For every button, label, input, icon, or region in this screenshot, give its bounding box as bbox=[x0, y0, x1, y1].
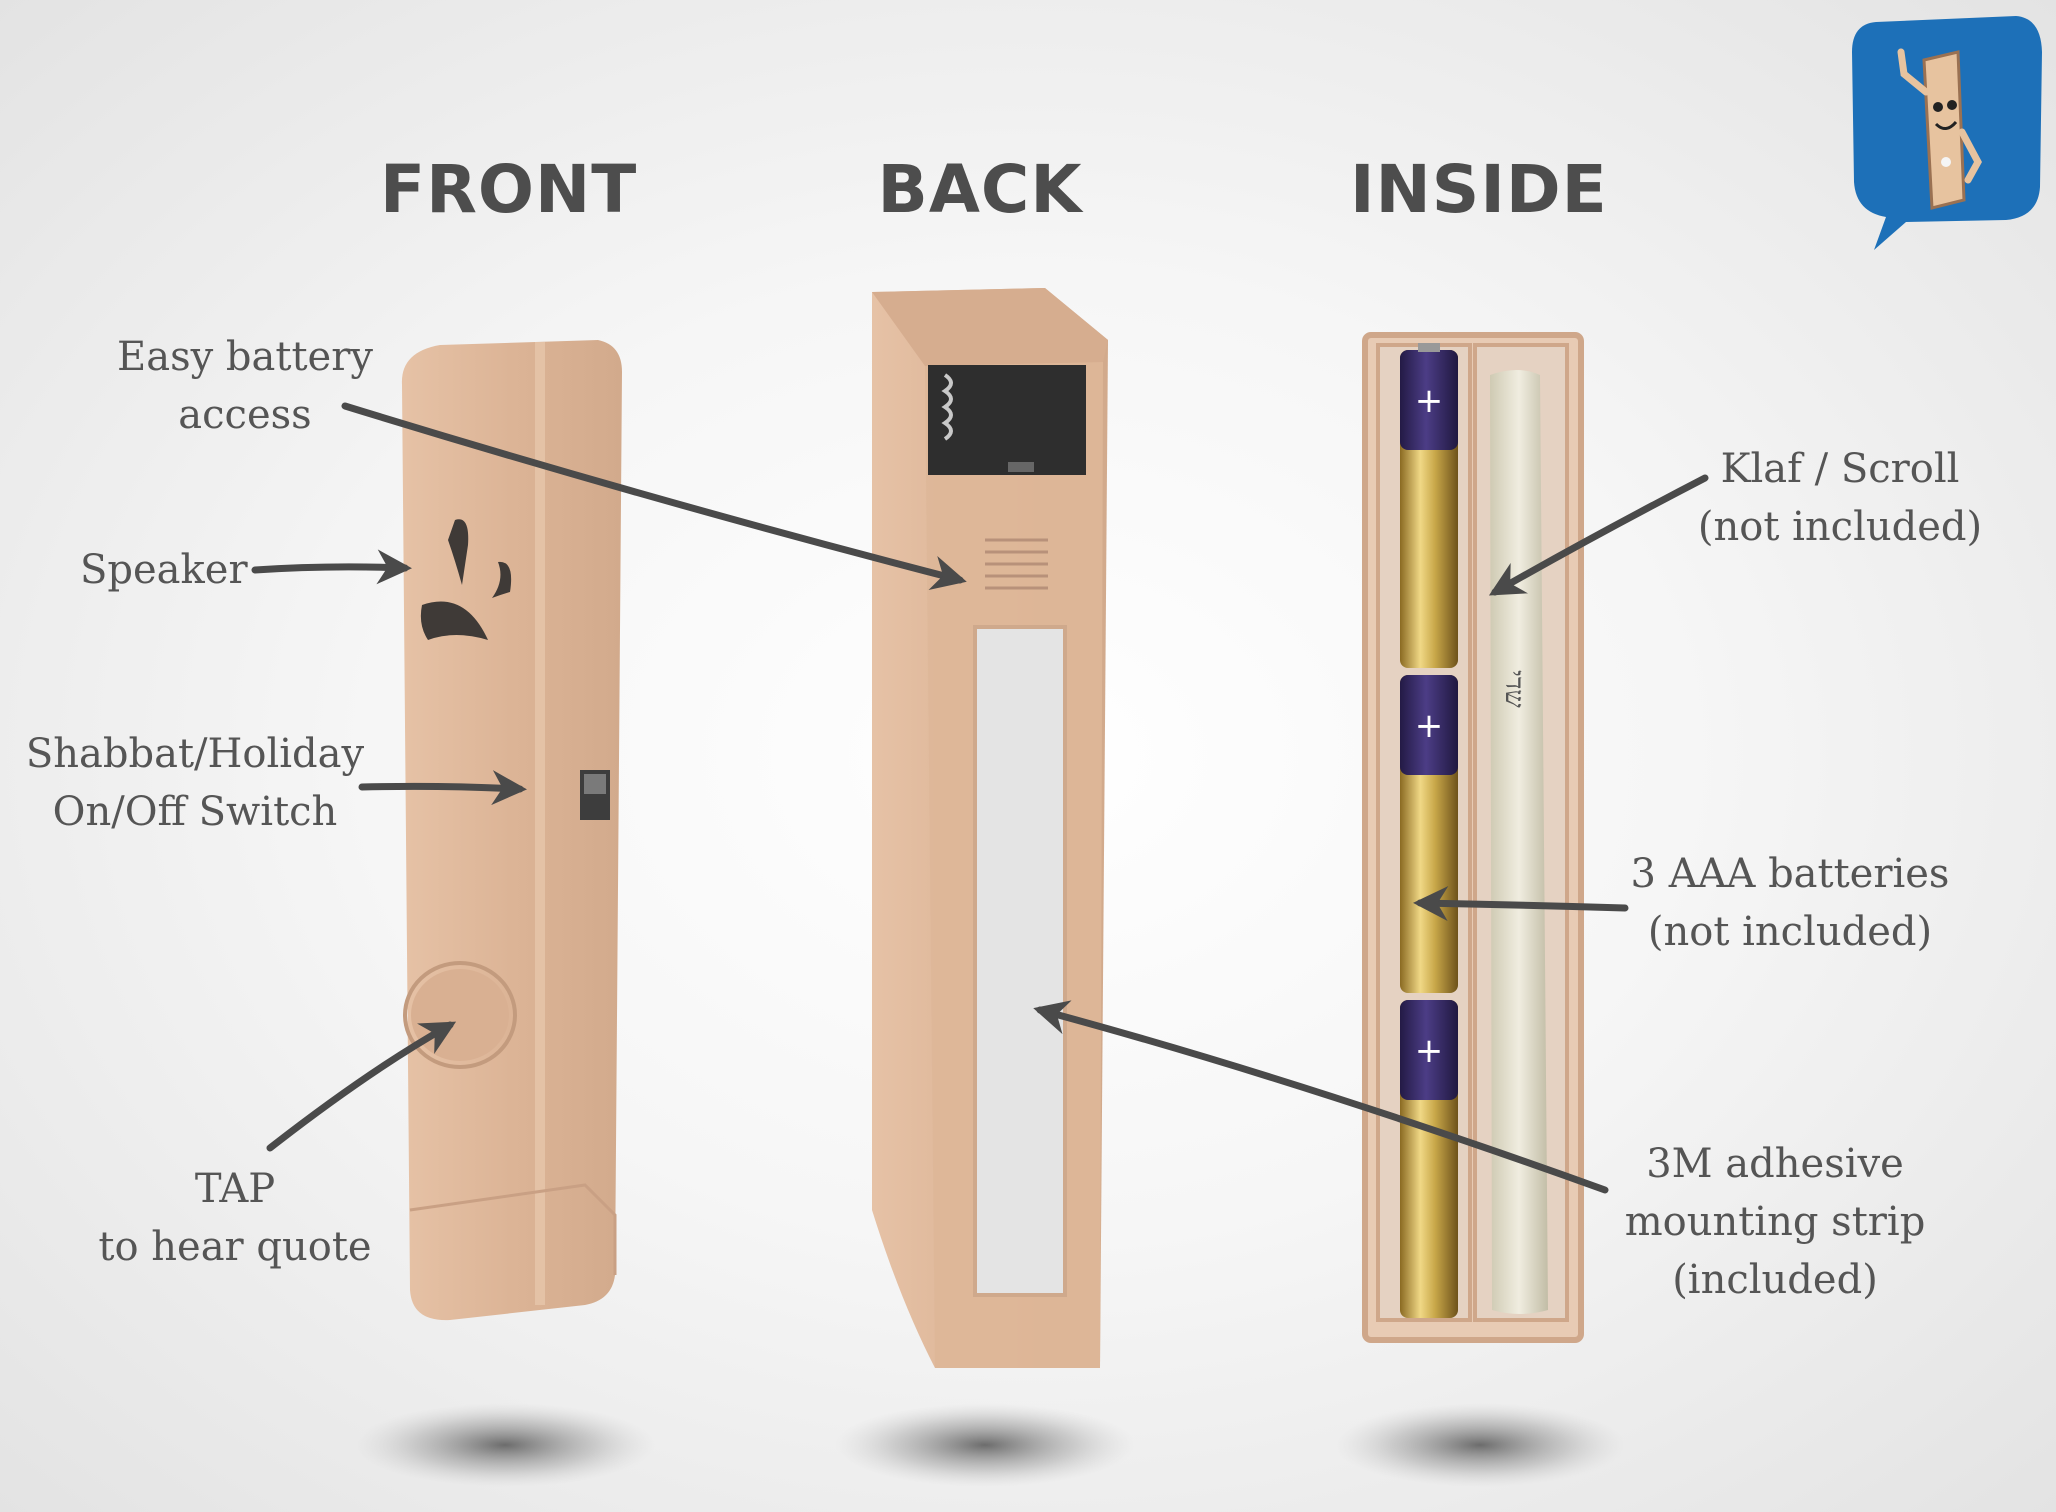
label-switch: Shabbat/Holiday On/Off Switch bbox=[10, 725, 380, 841]
tap-arrow bbox=[266, 1021, 457, 1152]
label-line: On/Off Switch bbox=[52, 789, 338, 835]
label-line: Easy battery bbox=[117, 334, 373, 380]
label-line: Shabbat/Holiday bbox=[25, 731, 365, 777]
klaf-arrow bbox=[1488, 474, 1709, 596]
label-line: access bbox=[178, 392, 312, 438]
label-speaker: Speaker bbox=[80, 541, 248, 599]
inside-device: שדי + + + bbox=[1362, 332, 1584, 1343]
battery-door-grip bbox=[985, 538, 1048, 590]
battery-3: + bbox=[1400, 1000, 1458, 1318]
battery-access-arrow bbox=[341, 402, 967, 590]
back-shadow bbox=[835, 1403, 1135, 1487]
brand-logo-icon bbox=[1852, 16, 2042, 250]
battery-plus: + bbox=[1415, 706, 1444, 746]
label-strip: 3M adhesive mounting strip (included) bbox=[1600, 1135, 1950, 1309]
on-off-switch bbox=[580, 770, 610, 820]
battery-compartment bbox=[928, 365, 1086, 475]
label-line: (included) bbox=[1672, 1257, 1878, 1303]
label-line: to hear quote bbox=[98, 1224, 372, 1270]
klaf-scroll bbox=[1490, 370, 1548, 1314]
front-shadow bbox=[355, 1403, 655, 1487]
svg-text:שדי: שדי bbox=[1499, 670, 1529, 708]
label-line: 3M adhesive bbox=[1646, 1141, 1904, 1187]
label-line: (not included) bbox=[1647, 909, 1933, 955]
battery-2: + bbox=[1400, 675, 1458, 993]
label-line: Klaf / Scroll bbox=[1720, 446, 1960, 492]
inside-shadow bbox=[1335, 1403, 1625, 1487]
label-line: (not included) bbox=[1697, 504, 1983, 550]
switch-arrow bbox=[358, 770, 527, 806]
speaker-grille bbox=[420, 519, 512, 640]
label-line: TAP bbox=[194, 1166, 276, 1212]
battery-1: + bbox=[1400, 343, 1458, 668]
strip-arrow bbox=[1033, 1000, 1609, 1194]
label-tap: TAP to hear quote bbox=[75, 1160, 395, 1276]
label-line: 3 AAA batteries bbox=[1630, 851, 1950, 897]
label-batteries: 3 AAA batteries (not included) bbox=[1620, 845, 1960, 961]
batteries-arrow bbox=[1413, 886, 1629, 922]
front-device bbox=[401, 340, 622, 1321]
battery-plus: + bbox=[1415, 1031, 1444, 1071]
heading-inside: INSIDE bbox=[1350, 151, 1608, 228]
label-line: mounting strip bbox=[1624, 1199, 1926, 1245]
battery-plus: + bbox=[1415, 381, 1444, 421]
label-battery-access: Easy battery access bbox=[95, 328, 395, 444]
label-klaf: Klaf / Scroll (not included) bbox=[1690, 440, 1990, 556]
adhesive-strip bbox=[973, 625, 1067, 1297]
heading-front: FRONT bbox=[380, 151, 638, 228]
heading-back: BACK bbox=[877, 151, 1083, 228]
back-device bbox=[872, 288, 1108, 1368]
speaker-arrow bbox=[251, 549, 412, 585]
label-line: Speaker bbox=[80, 547, 248, 593]
tap-button bbox=[403, 961, 517, 1069]
